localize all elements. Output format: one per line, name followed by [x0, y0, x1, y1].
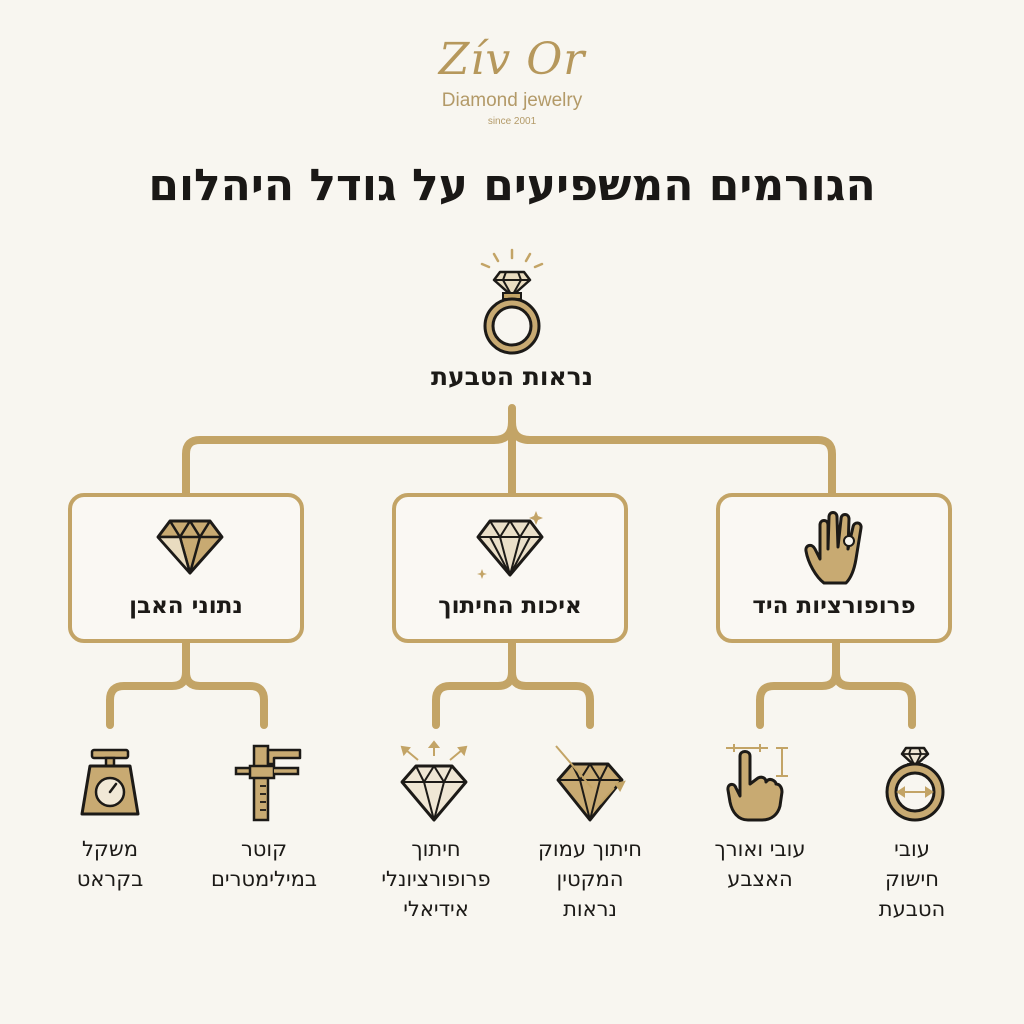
- caliper-icon: [234, 744, 302, 822]
- card-label-cut-quality: איכות החיתוך: [438, 593, 582, 619]
- deep-cut-diamond-icon: [555, 745, 626, 822]
- ring-band-thickness-icon: [885, 746, 945, 822]
- card-label-hand-proportions: פרופורציות היד: [752, 593, 916, 619]
- brand-subtitle: Diamond jewelry: [441, 90, 583, 111]
- leaf-label-ideal-cut: חיתוך פרופורציונלי אידיאלי: [381, 837, 491, 921]
- diamond-icon: [156, 519, 224, 575]
- scale-icon: [80, 748, 140, 816]
- leaf-label-finger: עובי ואורך האצבע: [714, 837, 806, 891]
- sparkling-diamond-icon: [476, 511, 544, 579]
- card-stone-data: נתוני האבן: [68, 493, 304, 643]
- card-label-stone-data: נתוני האבן: [129, 593, 243, 619]
- brand-logo-name: Zív Or: [438, 34, 586, 85]
- connector-center-2: [508, 668, 594, 729]
- connector-right-2: [832, 668, 916, 729]
- card-hand-proportions: פרופורציות היד: [716, 493, 952, 643]
- finger-measure-icon: [726, 744, 788, 822]
- connector-right: [756, 639, 840, 729]
- leaf-label-ring-band: עובי חישוק הטבעת: [878, 837, 946, 921]
- hand-with-ring-icon: [804, 511, 863, 585]
- leaf-label-diameter: קוטר במילימטרים: [210, 837, 318, 891]
- brand-since: since 2001: [487, 116, 537, 127]
- connector-root: [182, 404, 516, 497]
- card-cut-quality: איכות החיתוך: [392, 493, 628, 643]
- page-title: הגורמים המשפיעים על גודל היהלום: [148, 160, 876, 211]
- leaf-label-weight: משקל בקראט: [76, 837, 144, 891]
- ideal-cut-diamond-icon: [400, 740, 468, 822]
- root-label: נראות הטבעת: [430, 362, 594, 391]
- connector-root-right: [508, 418, 836, 497]
- leaf-label-deep-cut: חיתוך עמוק המקטין נראות: [538, 837, 642, 921]
- connector-center: [432, 639, 516, 729]
- connector-left: [106, 639, 190, 729]
- connector-left-2: [182, 668, 268, 729]
- diamond-ring-icon: [480, 248, 544, 355]
